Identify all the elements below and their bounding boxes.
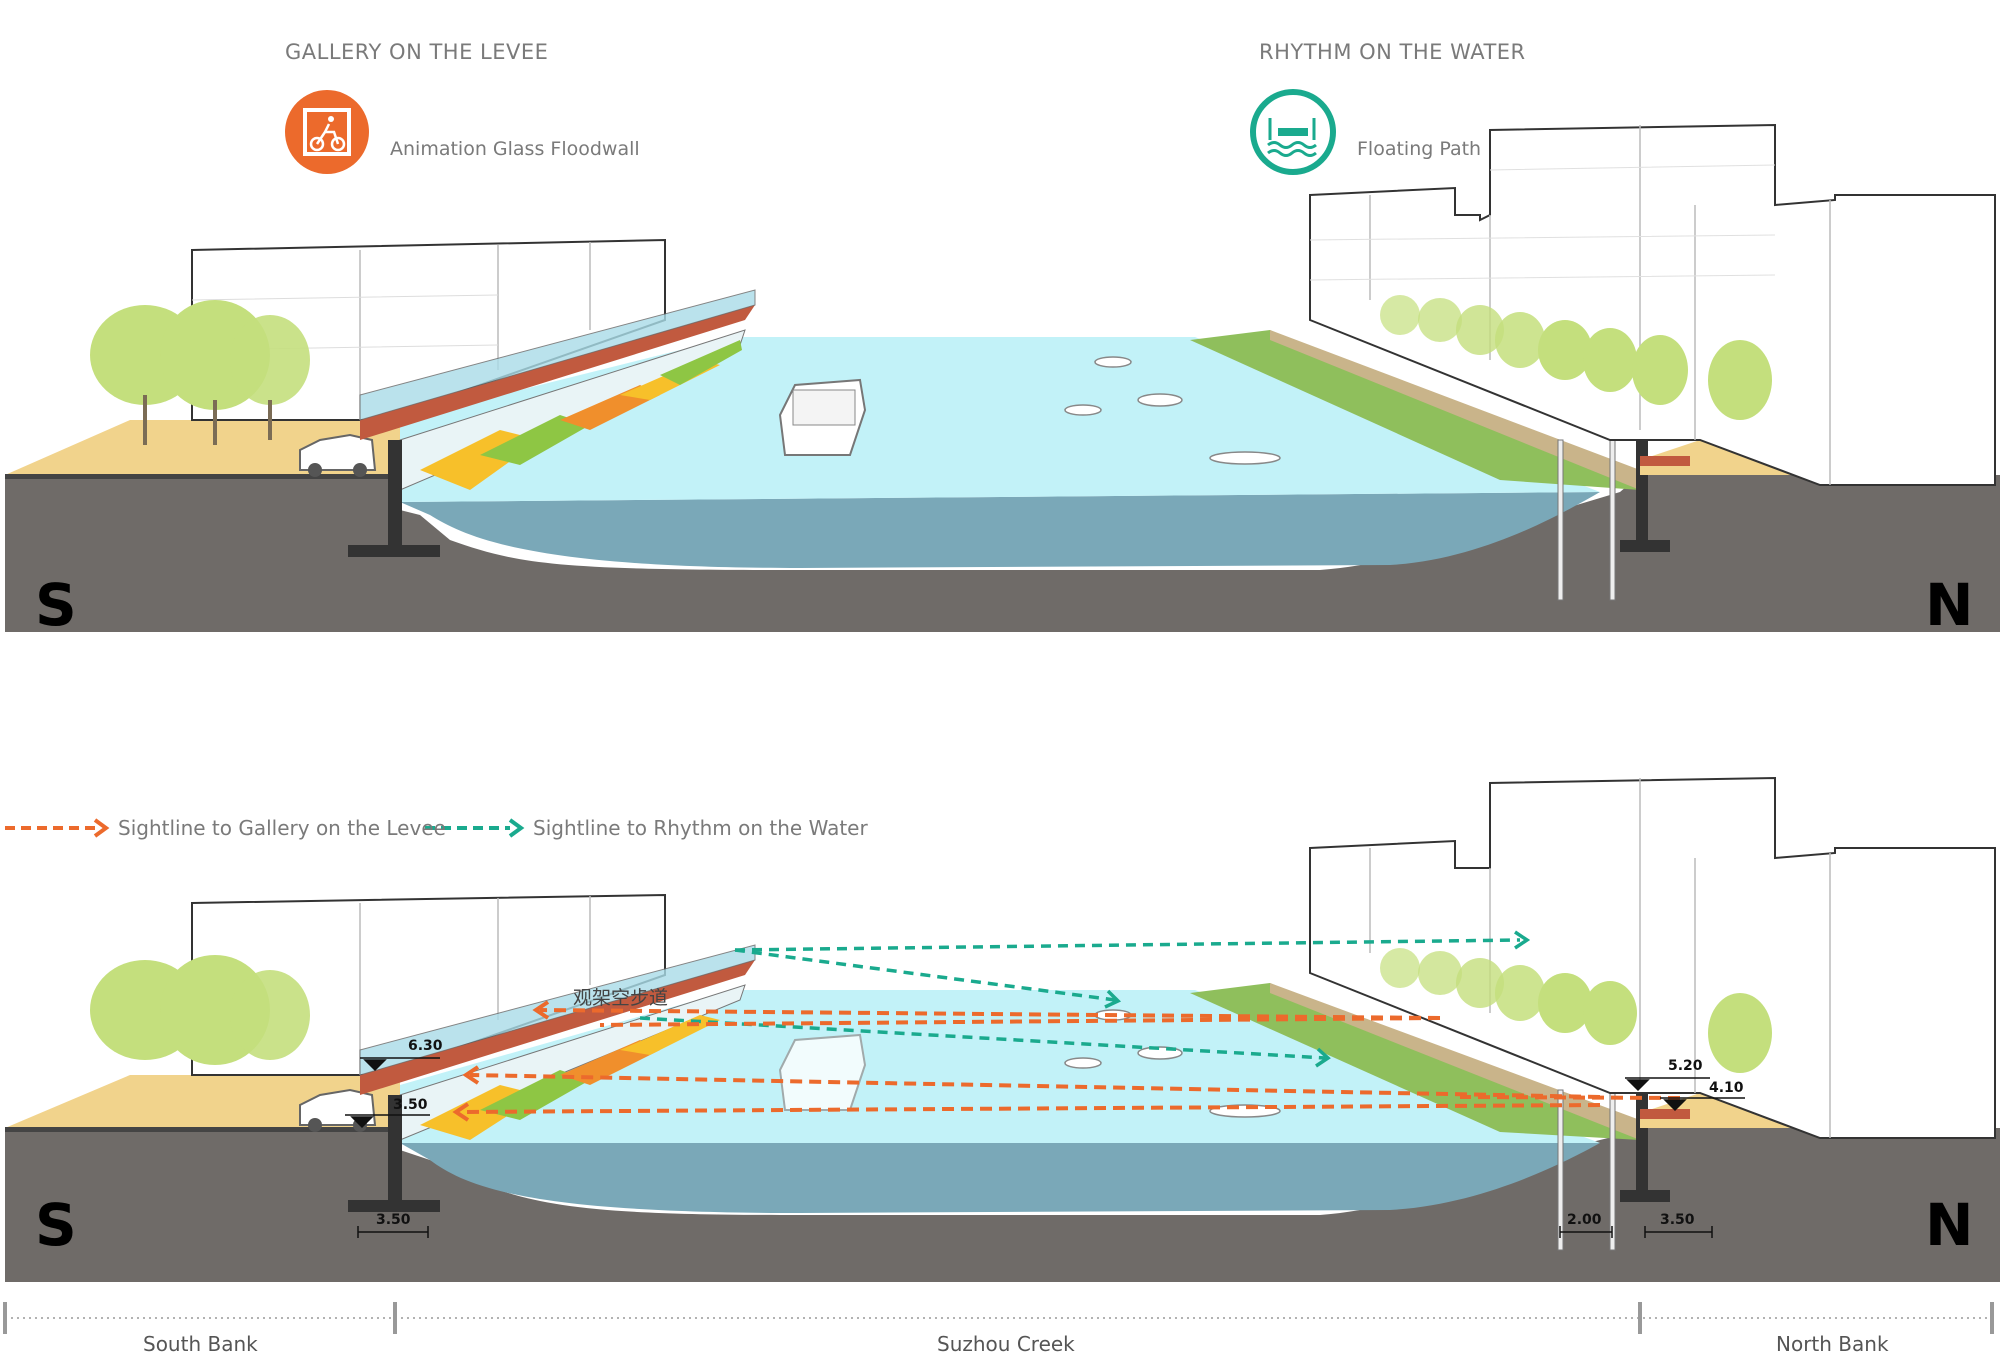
level-markers [345, 1057, 1745, 1129]
cyclist-sign-icon [285, 90, 369, 174]
bottom-ferry-boat [778, 1033, 867, 1111]
bottom-deep-water [400, 1143, 1600, 1213]
top-kayaks [1064, 356, 1281, 465]
top-north-buildings [1309, 123, 1996, 486]
top-floodwall-gallery [359, 289, 756, 491]
walkway-annotation: 观架空步道 [573, 987, 669, 1009]
right-section-title: RHYTHM ON THE WATER [1259, 40, 1526, 64]
level-south-low: 3.50 [393, 1097, 428, 1113]
zone-suzhou-creek: Suzhou Creek [937, 1332, 1075, 1356]
dimension-lines [357, 1226, 1713, 1238]
level-south-top: 6.30 [408, 1038, 443, 1054]
top-north-floating-path [1190, 330, 1640, 490]
legend-teal-label: Sightline to Rhythm on the Water [533, 816, 868, 840]
zone-south-bank: South Bank [143, 1332, 258, 1356]
bottom-north-trees [1380, 948, 1772, 1073]
top-north-trees [1380, 295, 1772, 420]
top-ferry-boat [778, 378, 867, 456]
right-section-subtitle: Floating Path [1357, 138, 1482, 160]
top-north-marker: N [1925, 571, 1974, 639]
bottom-section: S N [5, 776, 2000, 1282]
top-ground [5, 475, 2000, 632]
bottom-north-buildings [1309, 776, 1996, 1139]
dim-north-wall: 3.50 [1660, 1212, 1695, 1228]
top-car [299, 433, 377, 477]
left-section-subtitle: Animation Glass Floodwall [390, 138, 640, 160]
floating-path-icon [1250, 89, 1336, 175]
zone-north-bank: North Bank [1776, 1332, 1889, 1356]
bottom-kayaks [1064, 1009, 1281, 1118]
level-north-top: 5.20 [1668, 1058, 1703, 1074]
dim-north-piles: 2.00 [1567, 1212, 1602, 1228]
bottom-south-trees [90, 955, 310, 1065]
level-north-low: 4.10 [1709, 1080, 1744, 1096]
bottom-ground [5, 1128, 2000, 1282]
top-south-trees [90, 300, 310, 445]
left-section-title: GALLERY ON THE LEVEE [285, 40, 549, 64]
orange-sightlines [459, 1008, 1681, 1114]
top-south-marker: S [35, 571, 77, 639]
zone-bar [3, 1302, 1995, 1334]
bottom-north-marker: N [1925, 1191, 1974, 1259]
top-deep-water [400, 492, 1600, 568]
dim-south-wall: 3.50 [376, 1212, 411, 1228]
teal-sightlines [639, 938, 1521, 1060]
top-section: S N [5, 123, 2000, 639]
bottom-north-floating-path [1190, 983, 1640, 1140]
bottom-south-marker: S [35, 1191, 77, 1259]
legend-orange-label: Sightline to Gallery on the Levee [118, 816, 446, 840]
legend [5, 818, 525, 838]
